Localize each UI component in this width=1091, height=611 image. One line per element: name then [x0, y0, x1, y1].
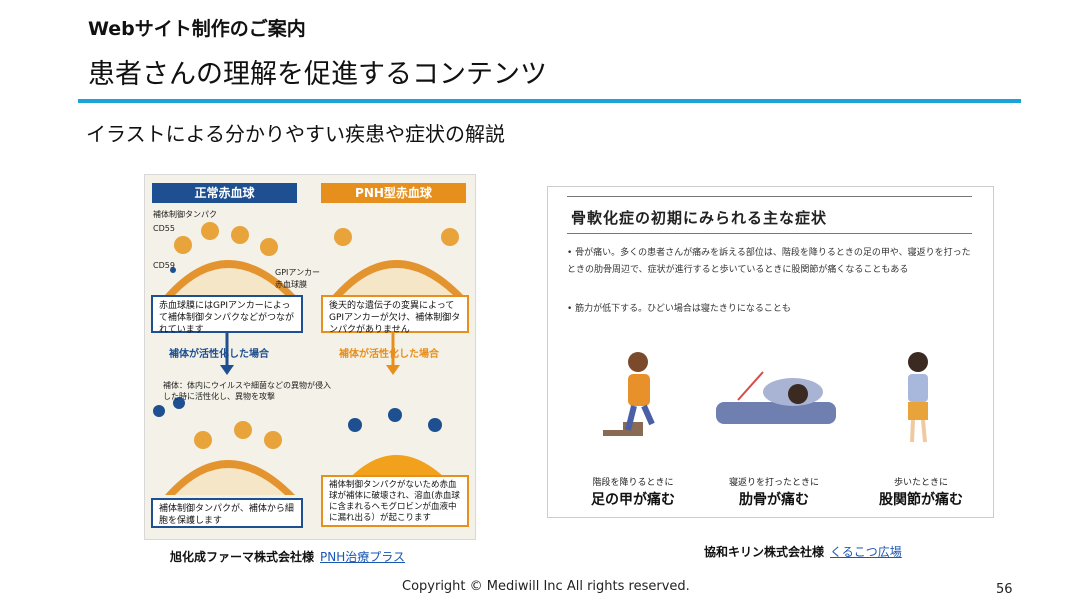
cd59-label: CD59	[153, 261, 175, 270]
normal-rbc-header: 正常赤血球	[152, 183, 297, 203]
complement-activated-label-right: 補体が活性化した場合	[339, 349, 439, 360]
copyright: Copyright © Mediwill Inc All rights rese…	[402, 579, 690, 594]
symptom-caption-3: 歩いたときに	[893, 478, 948, 488]
page-number: 56	[996, 582, 1013, 597]
rbc-membrane-label: 赤血球膜	[275, 280, 307, 289]
symptom-3: 股関節が痛む	[879, 492, 963, 508]
symptom-caption-2: 寝返りを打ったときに	[728, 478, 819, 488]
symptom-bullet-2: • 筋力が低下する。ひどい場合は寝たきりになることも	[567, 304, 791, 314]
title-rule-top	[567, 196, 972, 197]
pnh-result-box: 補体制御タンパクがないため赤血球が補体に破壊され、溶血(赤血球に含まれるヘモグロ…	[321, 475, 469, 527]
pnh-explanation-box: 後天的な遺伝子の変異によってGPIアンカーが欠け、補体制御タンパクがありません	[321, 295, 469, 335]
credit-right: 協和キリン株式会社様くるこつ広場	[704, 543, 902, 560]
gpi-anchor-label: GPIアンカー	[275, 268, 321, 277]
symptom-bullet-1: • 骨が痛い。多くの患者さんが痛みを訴える部位は、階段を降りるときの足の甲や、寝…	[567, 248, 971, 275]
title-divider	[78, 99, 1021, 103]
complement-note: 補体：体内にウイルスや細菌などの異物が侵入した時に活性化し、異物を攻撃	[163, 381, 331, 401]
credit-left: 旭化成ファーマ株式会社様 PNH治療プラス	[170, 548, 405, 565]
pnh-link[interactable]: PNH治療プラス	[320, 550, 406, 564]
pnh-rbc-header: PNH型赤血球	[321, 183, 466, 203]
symptoms-title: 骨軟化症の初期にみられる主な症状	[571, 209, 828, 227]
symptom-caption-1: 階段を降りるときに	[592, 478, 674, 488]
symptom-2: 肋骨が痛む	[739, 492, 809, 508]
cd55-label: CD55	[153, 224, 175, 233]
pnh-illustration: 正常赤血球 PNH型赤血球 補体制御タンパク CD55 C	[144, 174, 476, 540]
credit-right-company: 協和キリン株式会社様	[704, 545, 825, 559]
slide-subtitle: イラストによる分かりやすい疾患や症状の解説	[86, 122, 505, 146]
symptom-1: 足の甲が痛む	[591, 492, 675, 508]
section-title: Webサイト制作のご案内	[88, 18, 306, 40]
osteomalacia-illustration: 骨軟化症の初期にみられる主な症状 • 骨が痛い。多くの患者さんが痛みを訴える部位…	[547, 186, 994, 518]
title-rule-bottom	[567, 233, 972, 234]
kurukotsu-link[interactable]: くるこつ広場	[830, 545, 902, 559]
symptom-figures	[603, 352, 928, 443]
credit-left-company: 旭化成ファーマ株式会社様	[170, 550, 315, 564]
complement-protein-label: 補体制御タンパク	[153, 210, 217, 219]
normal-explanation-box: 赤血球膜にはGPIアンカーによって補体制御タンパクなどがつながれています	[151, 295, 303, 335]
slide-title: 患者さんの理解を促進するコンテンツ	[88, 59, 547, 90]
normal-result-box: 補体制御タンパクが、補体から細胞を保護します	[151, 498, 303, 528]
complement-activated-label-left: 補体が活性化した場合	[169, 349, 269, 360]
